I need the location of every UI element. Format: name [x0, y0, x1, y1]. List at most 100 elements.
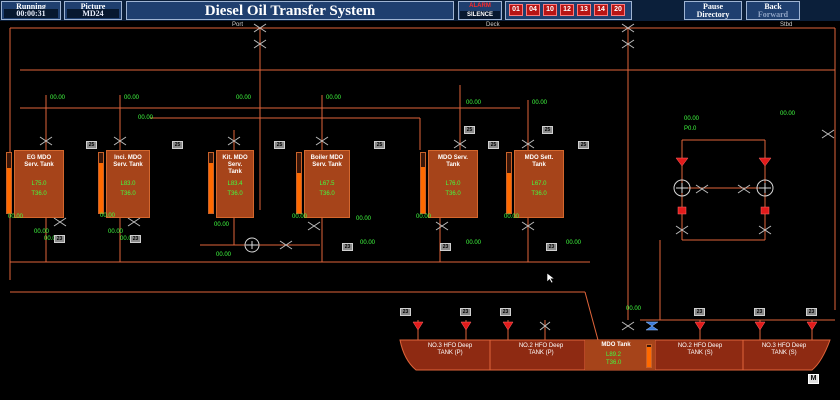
flow-value: 00.00: [416, 214, 432, 220]
valve-id-box[interactable]: 25: [464, 126, 475, 134]
flow-value: 00.00: [236, 95, 252, 101]
flow-value: 00.00: [532, 100, 548, 106]
valve-id-box[interactable]: 23: [806, 308, 817, 316]
flow-value: 00.00: [466, 100, 482, 106]
pump-icon: [756, 179, 774, 197]
silence-label: SILENCE: [460, 11, 500, 19]
red-valve-icon: [754, 321, 766, 331]
valve-icon: [315, 136, 329, 146]
flow-value: 00.00: [504, 214, 520, 220]
valve-id-box[interactable]: 25: [86, 141, 97, 149]
valve-icon: [521, 221, 535, 231]
tank-name: Inci. MDO Serv. Tank: [113, 155, 143, 168]
red-valve-icon: [412, 321, 424, 331]
valve-icon: [279, 240, 293, 250]
directory-button[interactable]: Directory: [696, 10, 730, 19]
back-button[interactable]: Back: [764, 2, 782, 11]
valve-id-box[interactable]: 25: [374, 141, 385, 149]
mdo-sett-tank[interactable]: MDO Sett. Tank L67.0 T36.0: [514, 150, 564, 218]
valve-id-box[interactable]: 23: [130, 235, 141, 243]
valve-icon: [53, 217, 67, 227]
valve-id-box[interactable]: 23: [460, 308, 471, 316]
valve-id-box[interactable]: 23: [500, 308, 511, 316]
tank-temp: T36.0: [319, 191, 335, 197]
deck-label-stbd: Stbd: [780, 22, 793, 28]
valve-icon: [307, 221, 321, 231]
alarm-item[interactable]: 01: [509, 4, 523, 16]
tank-temp: T36.0: [227, 191, 243, 197]
tank-temp: T36.0: [531, 191, 547, 197]
pump-icon: [244, 237, 260, 253]
flow-value: 00.00: [214, 222, 230, 228]
flow-value: 00.00: [684, 116, 700, 122]
valve-id-box[interactable]: 25: [488, 141, 499, 149]
tank-level: L67.0: [531, 181, 547, 187]
valve-icon: [621, 321, 635, 331]
picture-indicator: Picture MD24: [64, 1, 122, 20]
flow-value: 00.00: [356, 216, 372, 222]
valve-icon: [695, 184, 709, 194]
valve-icon: [621, 23, 635, 33]
forward-button[interactable]: Forward: [757, 10, 789, 19]
tank-level: L83.0: [120, 181, 136, 187]
tank-level: L67.5: [319, 181, 335, 187]
red-valve-icon: [502, 321, 514, 331]
tank-name: MDO Sett. Tank: [524, 155, 554, 168]
alarm-silence-button[interactable]: ALARM SILENCE: [458, 1, 502, 20]
mdo-tank-name[interactable]: MDO Tank: [601, 342, 631, 348]
kit-mdo-serv-tank[interactable]: Kit. MDO Serv. Tank L83.4 T36.0: [216, 150, 254, 218]
level-gauge: [420, 152, 426, 214]
pause-button[interactable]: Pause: [703, 2, 723, 11]
valve-id-box[interactable]: 23: [694, 308, 705, 316]
valve-id-box[interactable]: 23: [54, 235, 65, 243]
valve-id-box[interactable]: 23: [342, 243, 353, 251]
back-forward-group: Back Forward: [746, 1, 800, 20]
valve-icon: [253, 23, 267, 33]
inci-mdo-serv-tank[interactable]: Inci. MDO Serv. Tank L83.0 T36.0: [106, 150, 150, 218]
tank-name: Kit. MDO Serv. Tank: [222, 155, 248, 175]
eg-mdo-serv-tank[interactable]: EG MDO Serv. Tank L75.0 T36.0: [14, 150, 64, 218]
level-gauge: [296, 152, 302, 214]
alarm-label: ALARM: [469, 3, 491, 9]
no2-hfo-deep-tank-p[interactable]: NO.2 HFO Deep TANK (P): [518, 343, 564, 356]
no3-hfo-deep-tank-p[interactable]: NO.3 HFO Deep TANK (P): [427, 343, 473, 356]
valve-id-box[interactable]: 25: [542, 126, 553, 134]
valve-id-box[interactable]: 23: [754, 308, 765, 316]
m-button[interactable]: M: [808, 374, 819, 384]
tank-level: L76.0: [445, 181, 461, 187]
picture-id: MD24: [67, 9, 119, 18]
flow-value: 00.00: [292, 214, 308, 220]
no3-hfo-deep-tank-s[interactable]: NO.3 HFO Deep TANK (S): [761, 343, 807, 356]
alarm-item[interactable]: 14: [594, 4, 608, 16]
alarm-item[interactable]: 04: [526, 4, 540, 16]
valve-icon: [253, 39, 267, 49]
valve-icon: [113, 136, 127, 146]
boiler-mdo-serv-tank[interactable]: Boiler MDO Serv. Tank L67.5 T36.0: [304, 150, 350, 218]
valve-id-box[interactable]: 25: [578, 141, 589, 149]
level-gauge: [208, 152, 214, 214]
flow-value: 00.00: [138, 115, 154, 121]
no2-hfo-deep-tank-s[interactable]: NO.2 HFO Deep TANK (S): [677, 343, 723, 356]
valve-id-box[interactable]: 25: [274, 141, 285, 149]
mdo-serv-tank[interactable]: MDO Serv. Tank L76.0 T36.0: [428, 150, 478, 218]
level-gauge: [6, 152, 12, 214]
flow-value: 00.00: [216, 252, 232, 258]
valve-id-box[interactable]: 23: [546, 243, 557, 251]
valve-id-box[interactable]: 25: [172, 141, 183, 149]
blue-valve-icon: [645, 321, 659, 331]
red-valve-icon: [758, 157, 772, 167]
flow-value: 00.00: [44, 236, 60, 242]
tank-level: L75.0: [31, 181, 47, 187]
valve-icon: [539, 321, 551, 331]
alarm-item[interactable]: 20: [611, 4, 625, 16]
alarm-item[interactable]: 12: [560, 4, 574, 16]
red-valve-icon: [677, 206, 687, 215]
alarm-item[interactable]: 10: [543, 4, 557, 16]
alarm-item[interactable]: 13: [577, 4, 591, 16]
flow-value: 00.00: [626, 306, 642, 312]
valve-icon: [521, 139, 535, 149]
level-gauge: [506, 152, 512, 214]
valve-id-box[interactable]: 23: [400, 308, 411, 316]
valve-id-box[interactable]: 23: [440, 243, 451, 251]
